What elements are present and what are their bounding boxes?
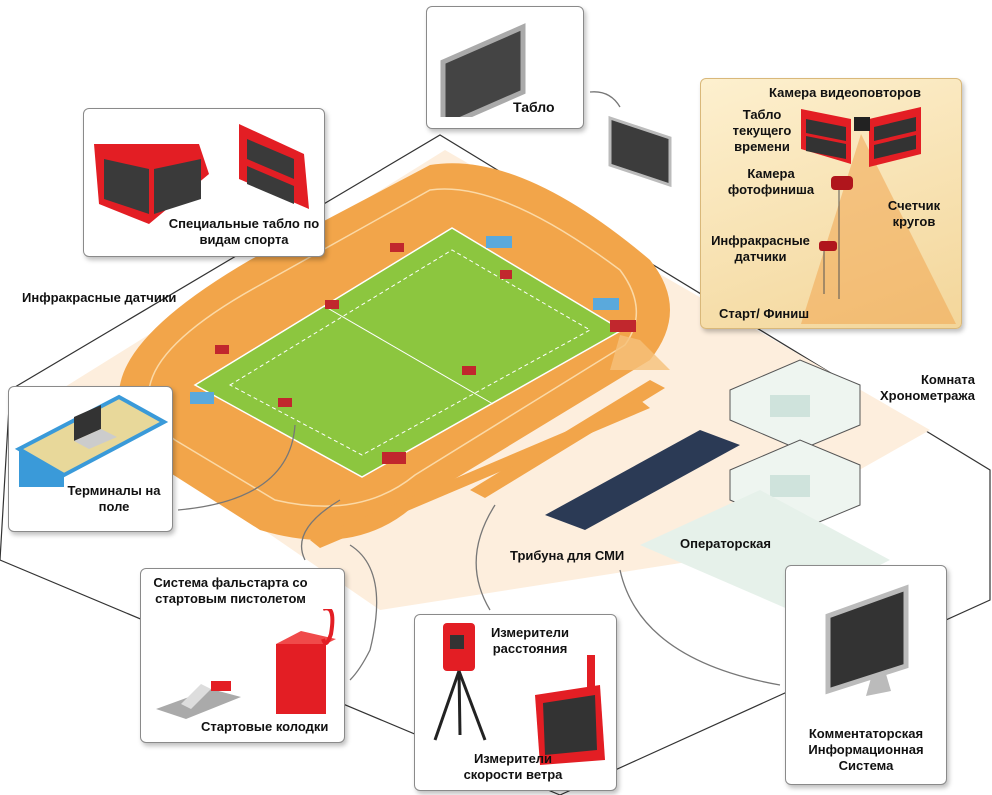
terminal-desk-icon xyxy=(14,394,169,487)
infrared-sensors-label: Инфракрасные датчики xyxy=(22,290,177,305)
finish-infrared-sensors-label: Инфракрасные датчики xyxy=(711,233,810,264)
sport-scoreboards-icon xyxy=(94,124,309,224)
site-outline xyxy=(0,134,991,795)
measurement-devices-icon xyxy=(433,623,605,765)
finish-detail-panel: Камера видеоповторов Табло текущего врем… xyxy=(700,78,962,329)
timing-room-label: Комната Хронометража xyxy=(880,372,975,403)
distance-meters-label: Измерители расстояния xyxy=(490,625,570,656)
false-start-equipment-icon xyxy=(156,609,336,719)
monitor-icon xyxy=(825,584,909,696)
current-time-board-label: Табло текущего времени xyxy=(732,107,792,154)
start-finish-label: Старт/ Финиш xyxy=(719,306,810,321)
replay-camera-label: Камера видеоповторов xyxy=(769,85,921,100)
finish-equipment-illustration xyxy=(801,107,956,324)
wind-meters-label: Измерители скорости ветра xyxy=(463,751,563,782)
scoreboard-icon xyxy=(440,23,526,117)
connector-arrows xyxy=(177,91,781,686)
press-stand-label: Трибуна для СМИ xyxy=(510,548,625,563)
tablo-label: Табло xyxy=(513,99,555,115)
lap-counter-label: Счетчик кругов xyxy=(887,198,941,229)
scoreboard-markers xyxy=(215,243,636,464)
measurement-callout: Измерители расстояния Измерители скорост… xyxy=(414,614,617,791)
false-start-callout: Система фальстарта со стартовым пистолет… xyxy=(140,568,345,743)
special-tablo-label: Специальные табло по видам спорта xyxy=(168,216,320,247)
terminals-callout: Терминалы на поле xyxy=(8,386,173,532)
tablo-screen xyxy=(608,115,672,188)
commentator-system-label: Комментаторская Информационная Система xyxy=(808,726,924,773)
tablo-callout: Табло xyxy=(426,6,584,129)
operator-room-label: Операторская xyxy=(680,536,771,551)
special-tablo-callout: Специальные табло по видам спорта xyxy=(83,108,325,257)
landing-mats xyxy=(190,236,619,404)
false-start-label: Система фальстарта со стартовым пистолет… xyxy=(153,575,308,606)
photofinish-camera-label: Камера фотофиниша xyxy=(727,166,815,197)
terminals-label: Терминалы на поле xyxy=(67,483,161,514)
commentator-callout: Комментаторская Информационная Система xyxy=(785,565,947,785)
press-stand xyxy=(545,430,740,530)
starting-blocks-label: Стартовые колодки xyxy=(201,719,329,734)
